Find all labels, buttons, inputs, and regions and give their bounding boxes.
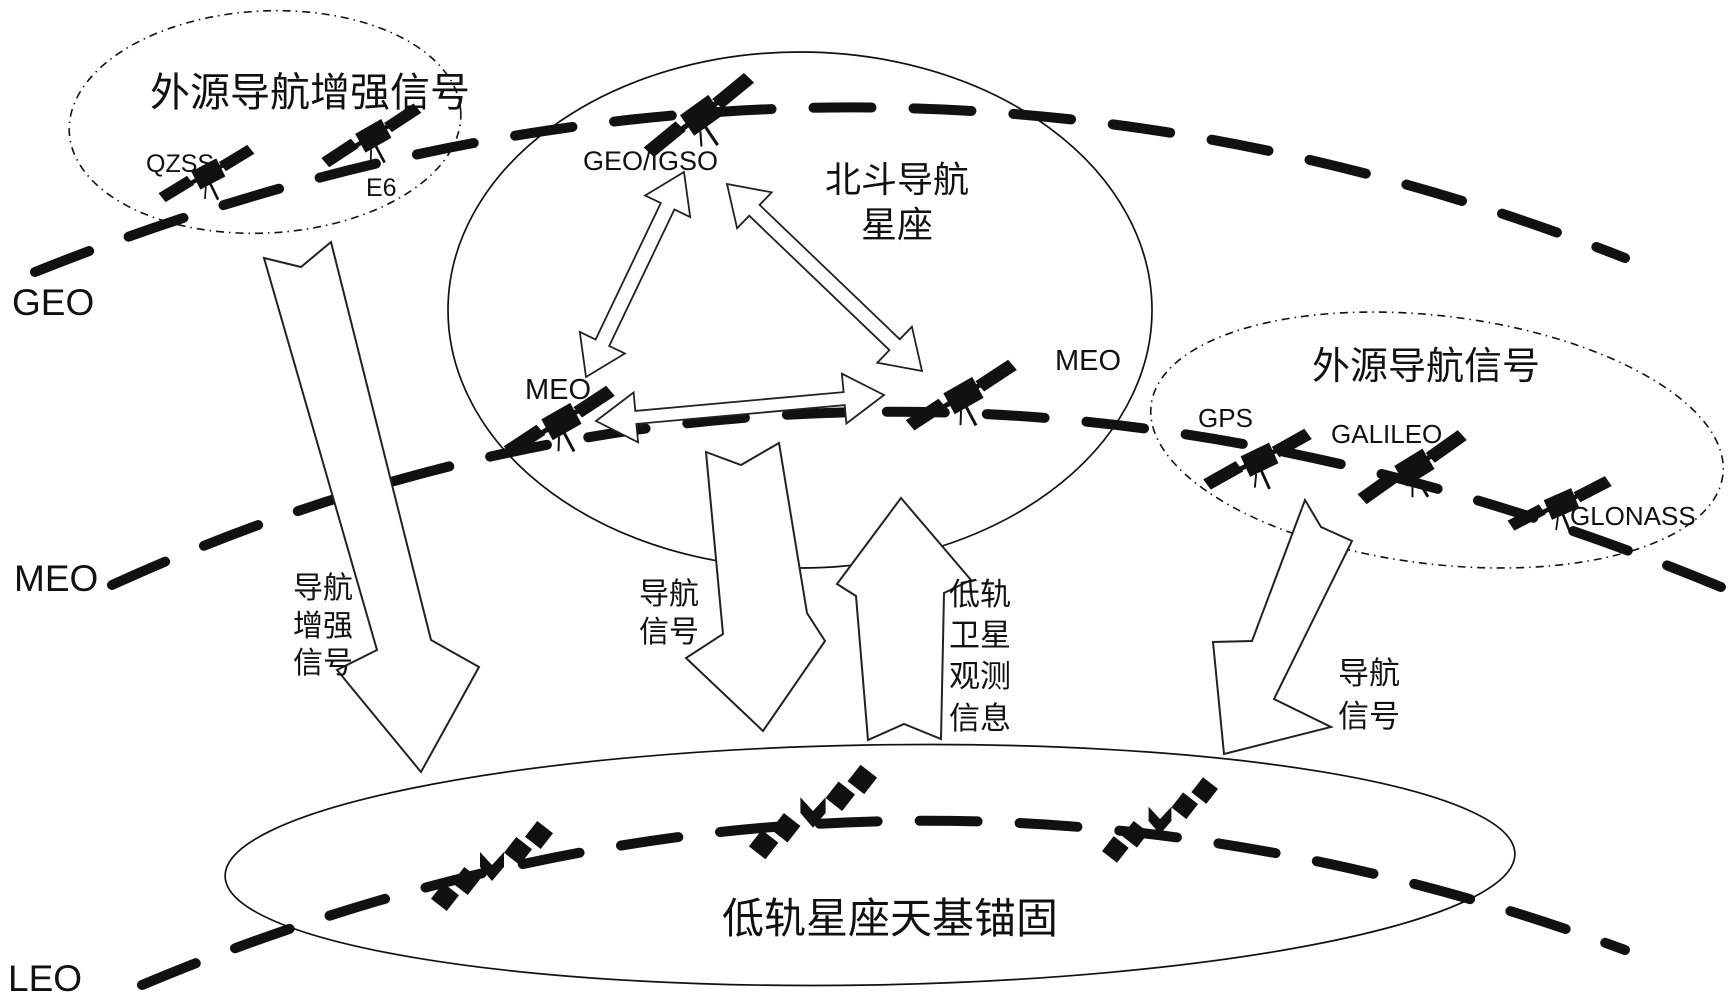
leo-observation-label: 低轨 卫星 观测 信息 (949, 577, 1011, 736)
meo-orbit-label: MEO (14, 558, 99, 599)
geo-orbit-line (30, 102, 1630, 277)
geo-meo-left-double-arrow (578, 170, 692, 379)
leo-anchor-title: 低轨星座天基锚固 (722, 897, 1059, 943)
glonass-label: GLONASS (1570, 501, 1696, 531)
external-group-ellipse (1149, 311, 1725, 569)
augmentation-group-ellipse (68, 9, 462, 235)
leo-anchor-ellipse (224, 743, 1516, 987)
geo-meo-right-double-arrow (725, 182, 924, 373)
augmentation-signal-label: 导航 增强 信号 (293, 572, 353, 680)
leo-observation-up-arrow (835, 496, 973, 742)
meo-meo-double-arrow (594, 372, 886, 444)
gps-label: GPS (1198, 403, 1253, 433)
qzss-label: QZSS (146, 150, 215, 178)
nav-signal-down-arrow (684, 441, 827, 733)
geo-igso-label: GEO/IGSO (583, 146, 719, 176)
nav-signal-right-label: 导航 信号 (1338, 656, 1400, 735)
leo-satellite-icon-2 (748, 764, 878, 860)
geo-orbit-label: GEO (12, 282, 95, 323)
meo-right-label: MEO (1055, 345, 1122, 377)
beidou-group-title: 北斗导航 星座 (824, 160, 970, 245)
nav-signal-right-arrow (1211, 497, 1354, 756)
external-group-title: 外源导航信号 (1312, 346, 1541, 388)
leo-satellite-icon-3 (1102, 777, 1218, 863)
leo-orbit-label: LEO (8, 958, 83, 999)
galileo-label: GALILEO (1331, 419, 1443, 449)
meo-left-label: MEO (525, 374, 592, 406)
e6-label: E6 (366, 174, 397, 202)
augmentation-signal-arrow (262, 240, 481, 774)
leo-orbit-line (137, 815, 1630, 990)
nav-signal-mid-label: 导航 信号 (639, 578, 699, 649)
augmentation-group-title: 外源导航增强信号 (150, 70, 470, 115)
